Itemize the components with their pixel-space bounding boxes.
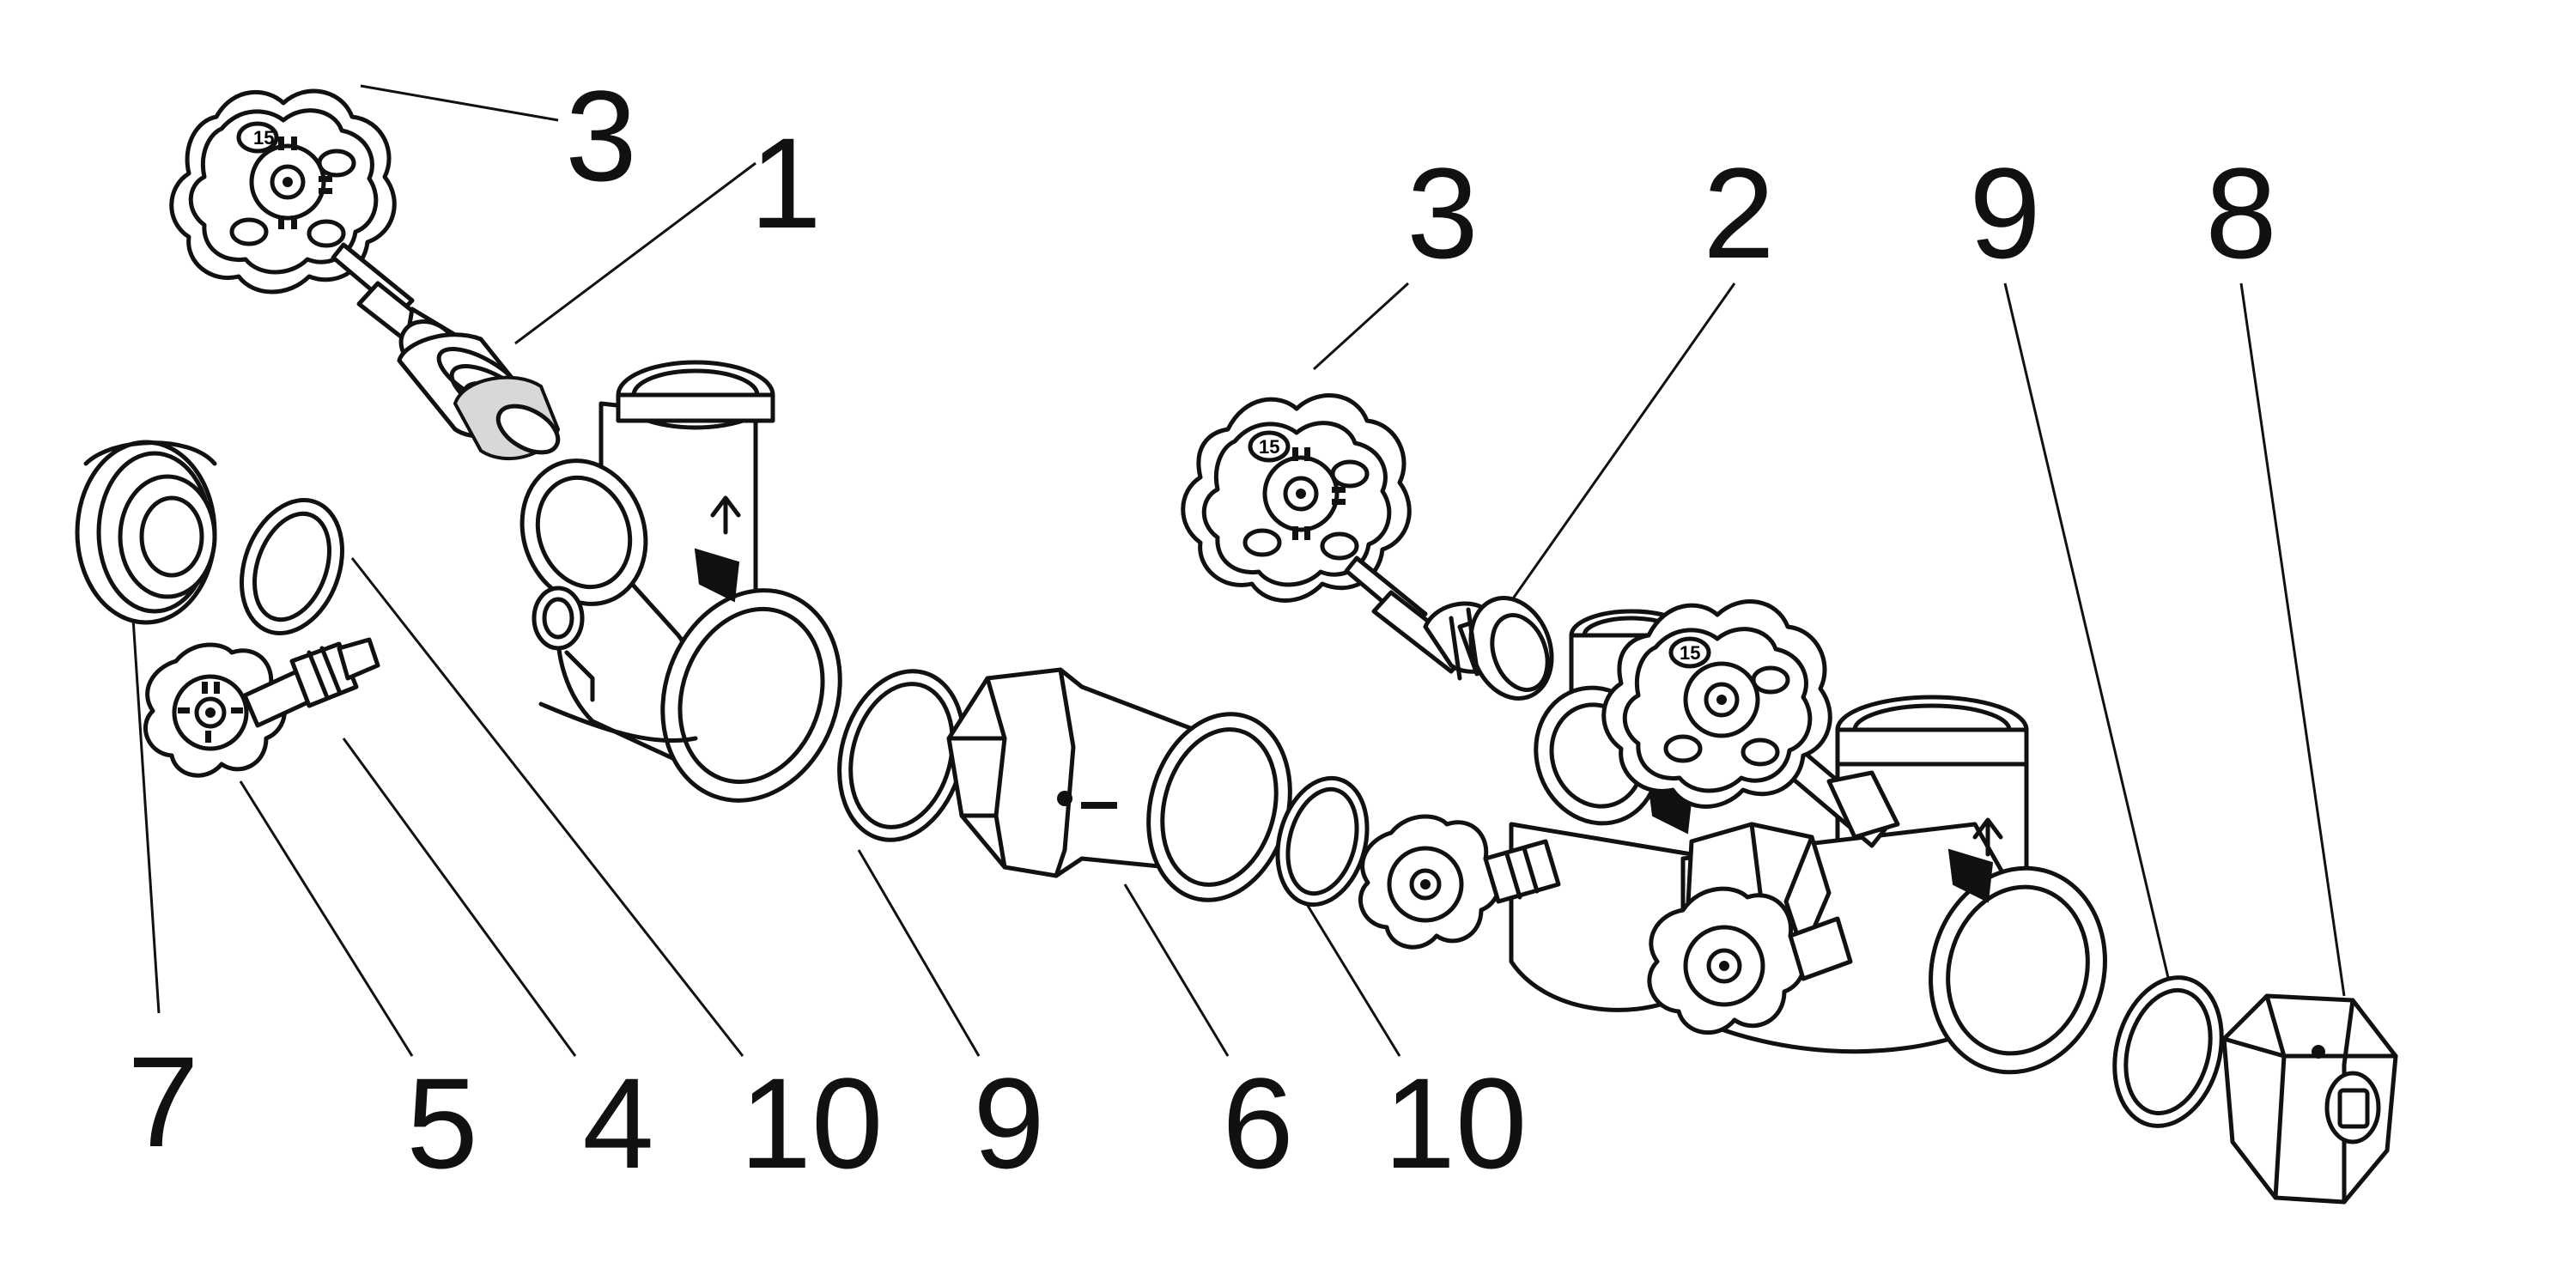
callout-5: 5: [406, 1051, 477, 1195]
fitting-part-4: [242, 637, 380, 728]
handwheel-part-3-mid: 15: [1181, 393, 1412, 603]
svg-text:15: 15: [1680, 642, 1700, 664]
end-nut-part-8: [2221, 993, 2398, 1205]
callout-4: 4: [582, 1051, 653, 1195]
handwheel-part-3-left: 15: [169, 88, 397, 294]
callout-10-left: 10: [740, 1051, 884, 1195]
valve-stem-part-1: [331, 242, 561, 460]
small-handwheel-part-5: [143, 642, 287, 778]
callout-labels: 3 1 3 2 9 8 7 5 4 10 9 6 10: [127, 64, 2276, 1195]
callout-1: 1: [750, 111, 821, 255]
callout-7: 7: [127, 1029, 198, 1174]
arrow-up-icon: [1972, 817, 2003, 857]
callout-3-left: 3: [565, 64, 636, 208]
union-connector-part-6: [946, 667, 1292, 902]
leader-lines: [131, 84, 2346, 1057]
callout-3-mid: 3: [1406, 141, 1478, 285]
end-cap-part-7: [75, 440, 217, 625]
callout-8: 8: [2205, 141, 2276, 285]
valve-stem-part-2: [1344, 555, 1554, 701]
arrow-up-icon: [710, 495, 741, 535]
seal-ring-part-9-mid: [837, 669, 966, 842]
seal-ring-part-9-right: [2112, 975, 2224, 1128]
seal-ring-part-10-left: [240, 498, 344, 635]
callout-6: 6: [1222, 1051, 1293, 1195]
callout-9-bottom: 9: [973, 1051, 1044, 1195]
valve-assembly-right: 15: [1358, 599, 2107, 1075]
callout-2: 2: [1703, 141, 1774, 285]
svg-text:15: 15: [1259, 436, 1279, 458]
callout-9-top: 9: [1969, 141, 2040, 285]
svg-text:15: 15: [253, 127, 274, 149]
hex-nut-icon: [2221, 993, 2398, 1205]
valve-body-left: [519, 360, 842, 803]
callout-10-right: 10: [1384, 1051, 1528, 1195]
seal-ring-part-10-right: [1275, 775, 1370, 908]
